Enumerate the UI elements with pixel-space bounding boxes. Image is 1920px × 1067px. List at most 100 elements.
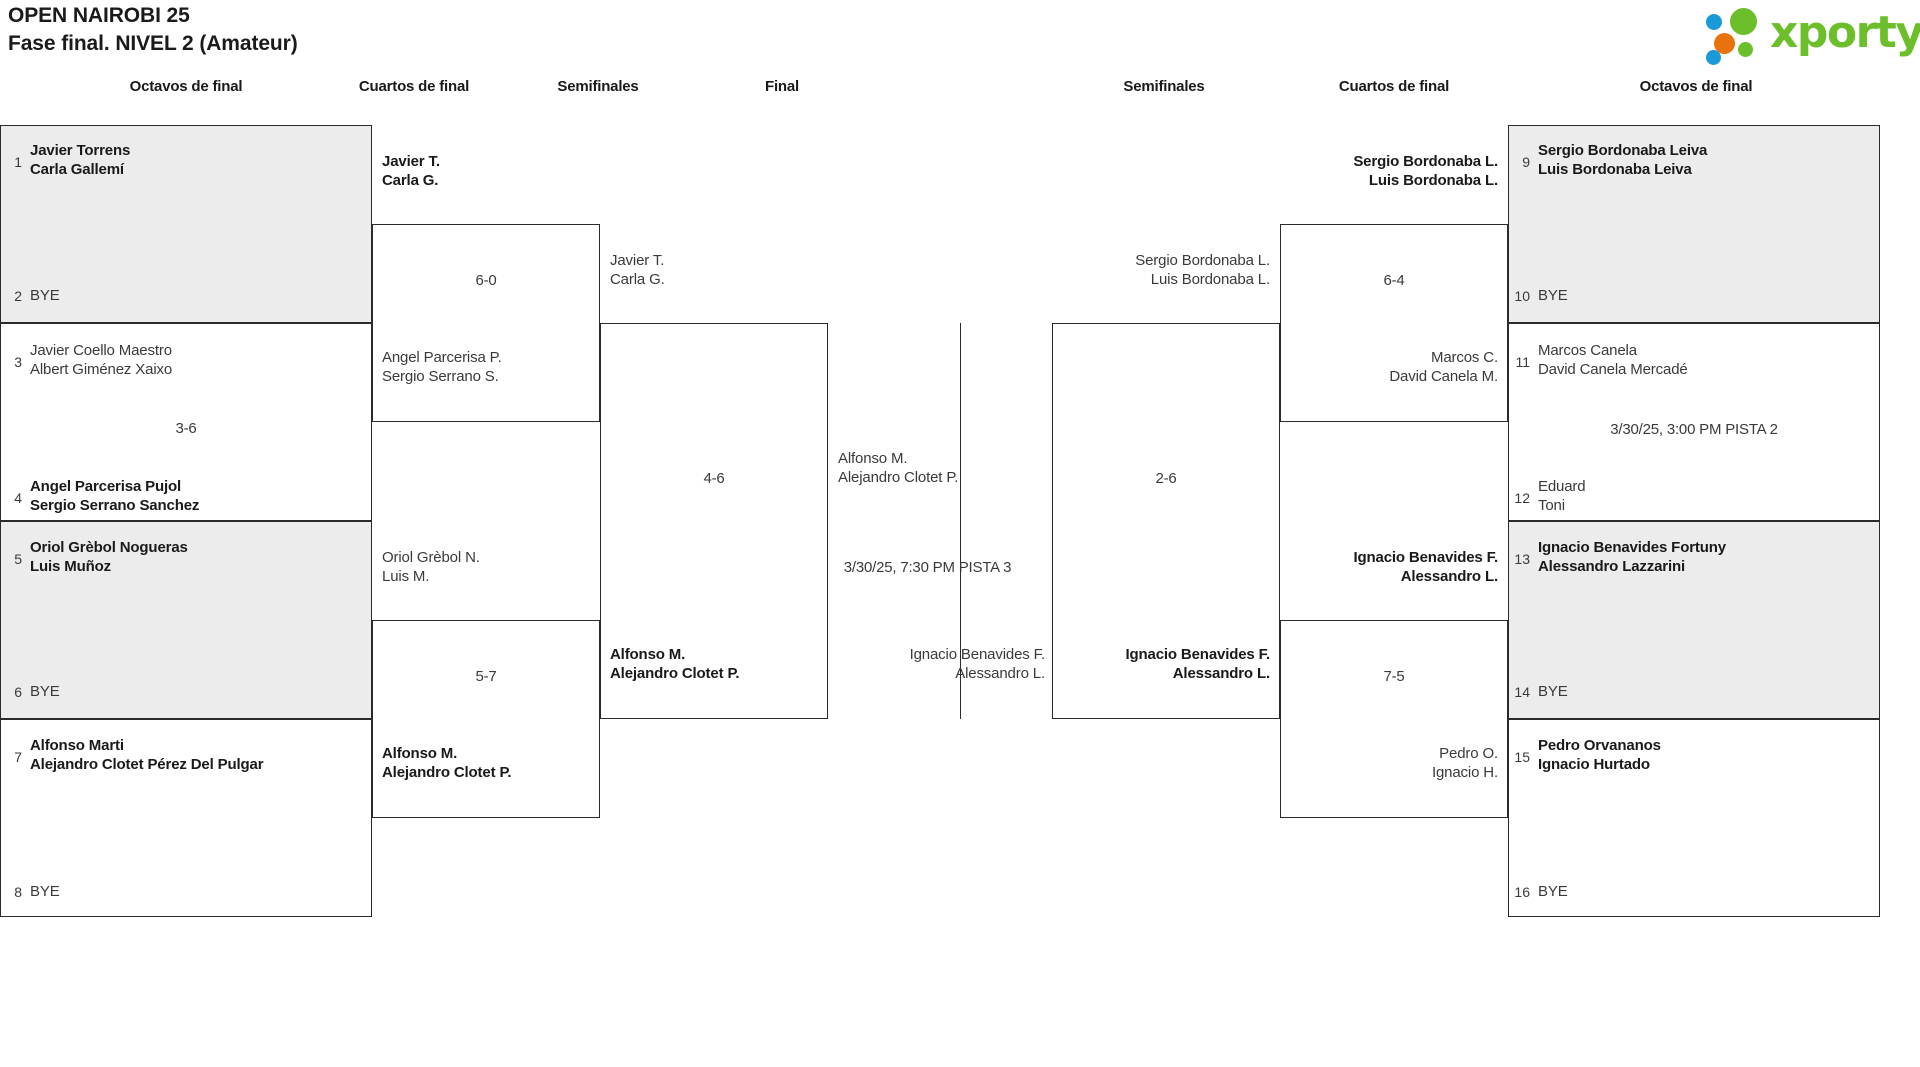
seed-number-16: 16	[1514, 884, 1530, 900]
seed-number-11: 11	[1515, 354, 1530, 370]
player-names-right-qf-2-bottom: Pedro O. Ignacio H.	[1260, 745, 1498, 782]
player-names-seed-5: Oriol Grèbol Nogueras Luis Muñoz	[30, 539, 188, 576]
seed-number-6: 6	[14, 684, 22, 700]
match-box-left-r16-1[interactable]	[0, 125, 372, 323]
seed-number-14: 14	[1514, 684, 1530, 700]
player-names-seed-16: BYE	[1538, 883, 1568, 900]
player-names-seed-15: Pedro Orvananos Ignacio Hurtado	[1538, 737, 1661, 774]
match-schedule-right-r16-2: 3/30/25, 3:00 PM PISTA 2	[1610, 421, 1778, 438]
player-names-left-sf-bottom: Alfonso M. Alejandro Clotet P.	[610, 646, 740, 683]
player-names-seed-13: Ignacio Benavides Fortuny Alessandro Laz…	[1538, 539, 1726, 576]
player-name: Alfonso M.	[382, 745, 458, 762]
player-name: Albert Giménez Xaixo	[30, 360, 173, 378]
player-names-left-sf-top: Javier T. Carla G.	[610, 252, 665, 289]
logo-dot-orange	[1714, 33, 1735, 54]
match-box-right-qf-2[interactable]	[1280, 620, 1508, 818]
round-header-right-r16: Octavos de final	[1639, 78, 1753, 95]
player-names-seed-11: Marcos Canela David Canela Mercadé	[1538, 342, 1688, 379]
match-box-right-r16-1[interactable]	[1508, 125, 1880, 323]
player-name: Alessandro L.	[1172, 664, 1270, 682]
player-names-seed-8: BYE	[30, 883, 60, 900]
seed-number-4: 4	[14, 490, 22, 506]
player-names-seed-7: Alfonso Marti Alejandro Clotet Pérez Del…	[30, 737, 264, 774]
logo-dot-blue-top	[1706, 14, 1722, 30]
match-box-left-r16-3[interactable]	[0, 521, 372, 719]
match-score-right-sf: 2-6	[1155, 470, 1177, 487]
player-name: Angel Parcerisa Pujol	[30, 478, 182, 495]
match-box-left-qf-2[interactable]	[372, 620, 600, 818]
player-name: Oriol Grèbol Nogueras	[30, 539, 188, 556]
player-name: David Canela M.	[1389, 367, 1498, 385]
player-name: Luis M.	[382, 567, 430, 585]
match-box-right-r16-2[interactable]	[1508, 323, 1880, 521]
player-name: David Canela Mercadé	[1538, 360, 1688, 378]
player-name: Alejandro Clotet P.	[838, 468, 959, 486]
player-names-seed-9: Sergio Bordonaba Leiva Luis Bordonaba Le…	[1538, 142, 1707, 179]
player-name: Ignacio Hurtado	[1538, 755, 1650, 773]
match-box-right-sf[interactable]	[1052, 323, 1280, 719]
player-name: Javier Coello Maestro	[30, 342, 172, 359]
player-name: Alfonso M.	[838, 450, 908, 467]
match-box-right-r16-4[interactable]	[1508, 719, 1880, 917]
logo-wordmark: xporty	[1770, 7, 1920, 58]
final-schedule: 3/30/25, 7:30 PM PISTA 3	[843, 559, 1012, 576]
logo-dot-green-small	[1738, 42, 1753, 57]
player-name: Alejandro Clotet P.	[382, 763, 512, 781]
match-score-left-qf-2: 5-7	[475, 668, 497, 685]
player-name: Eduard	[1538, 478, 1586, 495]
player-name: Pedro Orvananos	[1538, 737, 1661, 754]
player-names-seed-3: Javier Coello Maestro Albert Giménez Xai…	[30, 342, 172, 379]
page-title: OPEN NAIROBI 25	[8, 4, 190, 27]
player-names-seed-2: BYE	[30, 287, 60, 304]
player-name: Carla G.	[610, 270, 665, 288]
player-name: Alessandro Lazzarini	[1538, 557, 1686, 575]
player-names-final-top: Alfonso M. Alejandro Clotet P.	[838, 450, 958, 487]
logo-dot-blue-bottom	[1706, 50, 1721, 65]
player-name: Marcos C.	[1431, 349, 1498, 366]
logo-dot-green-large	[1730, 8, 1757, 35]
match-box-right-qf-1[interactable]	[1280, 224, 1508, 422]
player-name: Angel Parcerisa P.	[382, 349, 502, 366]
player-names-seed-1: Javier Torrens Carla Gallemí	[30, 142, 130, 179]
player-name: Ignacio Benavides Fortuny	[1538, 539, 1726, 556]
player-names-right-sf-top: Sergio Bordonaba L. Luis Bordonaba L.	[1040, 252, 1270, 289]
player-name: Marcos Canela	[1538, 342, 1637, 359]
player-name: Alejandro Clotet Pérez Del Pulgar	[30, 755, 264, 773]
page-subtitle: Fase final. NIVEL 2 (Amateur)	[8, 32, 298, 55]
player-name: Pedro O.	[1439, 745, 1498, 762]
match-box-right-r16-3[interactable]	[1508, 521, 1880, 719]
player-names-seed-10: BYE	[1538, 287, 1568, 304]
seed-number-9: 9	[1522, 154, 1530, 170]
seed-number-15: 15	[1514, 749, 1530, 765]
seed-number-7: 7	[14, 749, 22, 765]
match-score-left-qf-1: 6-0	[475, 272, 497, 289]
player-name: Javier Torrens	[30, 142, 131, 159]
match-box-left-r16-4[interactable]	[0, 719, 372, 917]
player-name: Alessandro L.	[955, 664, 1045, 682]
player-name: Ignacio Benavides F.	[1125, 646, 1270, 663]
player-names-left-qf-2-top: Oriol Grèbol N. Luis M.	[382, 549, 480, 586]
player-name: Carla G.	[382, 171, 439, 189]
player-name: Javier T.	[382, 153, 440, 170]
player-names-right-qf-1-bottom: Marcos C. David Canela M.	[1260, 349, 1498, 386]
player-names-left-qf-1-bottom: Angel Parcerisa P. Sergio Serrano S.	[382, 349, 502, 386]
player-names-left-qf-1-top: Javier T. Carla G.	[382, 153, 440, 190]
player-names-seed-12: Eduard Toni	[1538, 478, 1586, 515]
match-box-left-r16-2[interactable]	[0, 323, 372, 521]
round-header-final: Final	[764, 78, 799, 95]
seed-number-2: 2	[14, 288, 22, 304]
match-box-left-qf-1[interactable]	[372, 224, 600, 422]
player-names-right-qf-1-top: Sergio Bordonaba L. Luis Bordonaba L.	[1260, 153, 1498, 190]
round-header-right-qf: Cuartos de final	[1338, 78, 1450, 95]
seed-number-8: 8	[14, 884, 22, 900]
xporty-logo: xporty	[1706, 4, 1920, 65]
match-score-right-qf-2: 7-5	[1383, 668, 1405, 685]
player-name: Javier T.	[610, 252, 665, 269]
player-names-right-qf-2-top: Ignacio Benavides F. Alessandro L.	[1260, 549, 1498, 586]
player-name: Sergio Bordonaba Leiva	[1538, 142, 1708, 159]
player-name: Alfonso Marti	[30, 737, 124, 754]
seed-number-13: 13	[1514, 551, 1530, 567]
match-box-left-sf[interactable]	[600, 323, 828, 719]
player-name: Luis Bordonaba L.	[1368, 171, 1498, 189]
final-divider	[960, 323, 961, 719]
